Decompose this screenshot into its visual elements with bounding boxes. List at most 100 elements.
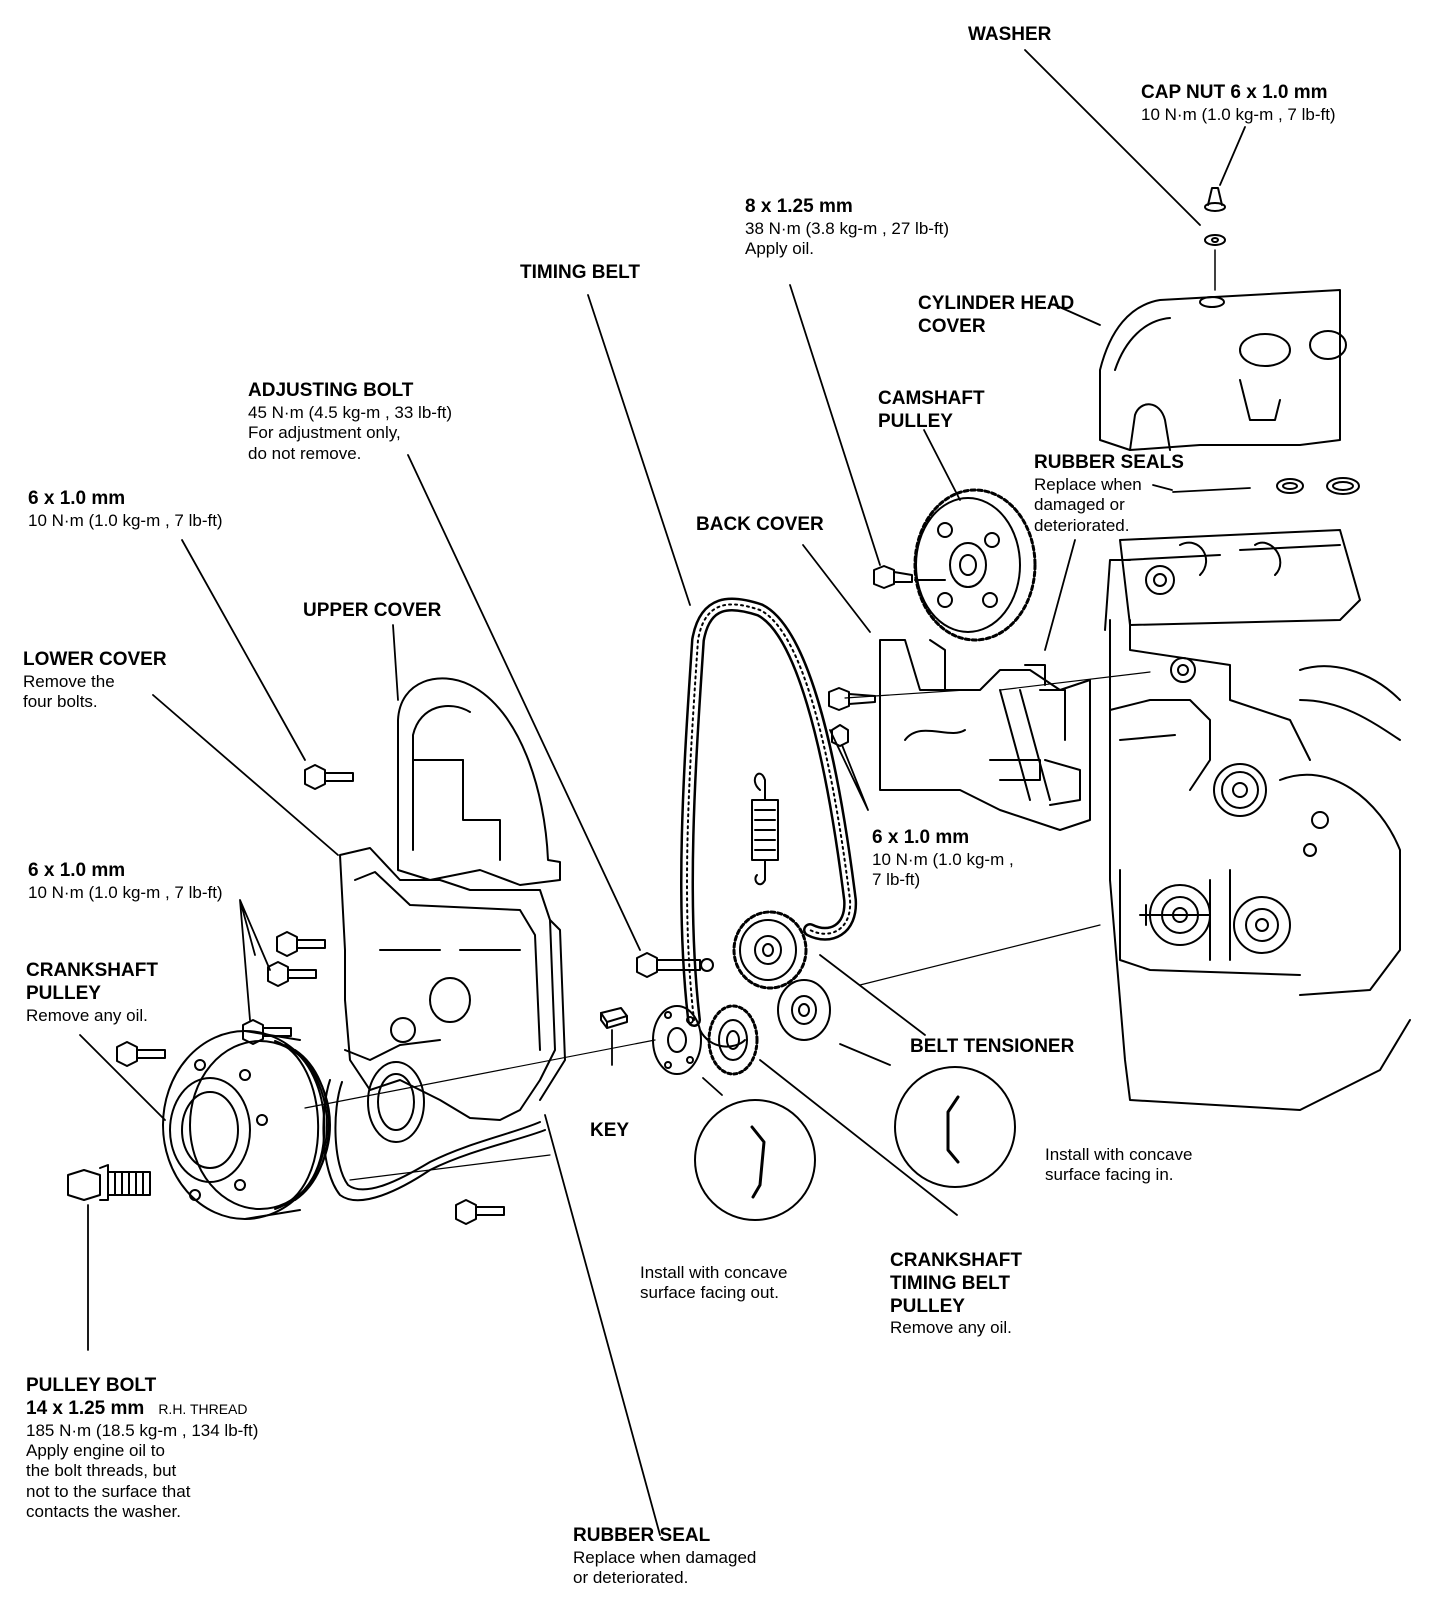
crank-timing-pulley-label: CRANKSHAFT TIMING BELT PULLEY Remove any… (890, 1250, 1022, 1339)
detail-circle-in (894, 1066, 1016, 1188)
install-out-line1: Install with concave (640, 1263, 788, 1282)
washer-title: WASHER (968, 24, 1052, 45)
pulley-bolt-note2: the bolt threads, but (26, 1461, 177, 1481)
lower-cover-note1: Remove the (23, 671, 115, 691)
back-cover-label: BACK COVER (696, 514, 824, 537)
crankshaft-pulley-line2: PULLEY (26, 982, 101, 1004)
timing-belt-part (680, 597, 858, 1048)
cover-bolts-part (116, 764, 505, 1225)
engine-block (1099, 289, 1411, 1111)
timing-belt-title: TIMING BELT (520, 262, 640, 283)
adjusting-bolt-spec: 45 N·m (4.5 kg-m , 33 lb-ft) (248, 402, 453, 422)
rubber-seals-title: RUBBER SEALS (1034, 452, 1184, 473)
timing-belt-label: TIMING BELT (520, 262, 640, 285)
crank-timing-pulley-part (707, 1004, 759, 1076)
bolt-6x1-right-spec2: 7 lb-ft) (872, 870, 921, 890)
rubber-seals-note1: Replace when (1034, 474, 1142, 494)
cap-nut-part (1204, 187, 1226, 291)
upper-cover-label: UPPER COVER (303, 600, 441, 623)
install-in-note: Install with concave surface facing in. (1045, 1145, 1192, 1186)
pulley-bolt-note3: not to the surface that (26, 1481, 191, 1501)
rubber-seal-note2: or deteriorated. (573, 1568, 689, 1588)
adjusting-bolt-note2: do not remove. (248, 443, 362, 463)
bolt-6x1-top-title: 6 x 1.0 mm (28, 488, 126, 509)
key-title: KEY (590, 1120, 630, 1141)
lower-cover-note2: four bolts. (23, 692, 98, 712)
pulley-bolt-note1: Apply engine oil to (26, 1440, 165, 1460)
camshaft-pulley-label: CAMSHAFT PULLEY (878, 388, 985, 434)
bolt-6x1-top-label: 6 x 1.0 mm 10 N·m (1.0 kg-m , 7 lb-ft) (28, 488, 223, 531)
crank-seal-part (367, 1061, 425, 1143)
cap-nut-spec: 10 N·m (1.0 kg-m , 7 lb-ft) (1141, 104, 1336, 124)
crank-timing-pulley-line1: CRANKSHAFT (890, 1250, 1022, 1271)
pulley-bolt-title: PULLEY BOLT (26, 1375, 157, 1396)
pulley-bolt-spec: 185 N·m (18.5 kg-m , 134 lb-ft) (26, 1420, 259, 1440)
belt-tensioner-title: BELT TENSIONER (910, 1036, 1075, 1057)
crank-timing-pulley-line3: PULLEY (890, 1295, 965, 1317)
leader-lines (79, 49, 1251, 1536)
guide-plate-part (652, 1005, 702, 1075)
cylinder-head-cover-line2: COVER (918, 315, 986, 337)
install-in-line2: surface facing in. (1045, 1165, 1174, 1185)
camshaft-pulley-line1: CAMSHAFT (878, 388, 985, 409)
pulley-bolt-size: 14 x 1.25 mm (26, 1397, 145, 1419)
upper-cover-part (397, 677, 561, 886)
crank-timing-pulley-note: Remove any oil. (890, 1318, 1012, 1338)
adjusting-bolt-note1: For adjustment only, (248, 423, 401, 443)
install-out-line2: surface facing out. (640, 1283, 779, 1303)
bolt-6x1-top-spec: 10 N·m (1.0 kg-m , 7 lb-ft) (28, 510, 223, 530)
adjusting-bolt-label: ADJUSTING BOLT 45 N·m (4.5 kg-m , 33 lb-… (248, 380, 452, 464)
lower-cover-title: LOWER COVER (23, 649, 167, 670)
key-part (600, 1007, 628, 1029)
washer-label: WASHER (968, 24, 1051, 47)
cylinder-head-cover-line1: CYLINDER HEAD (918, 293, 1075, 314)
cylinder-head-cover-label: CYLINDER HEAD COVER (918, 293, 1074, 339)
belt-tensioner-part (732, 910, 808, 990)
key-label: KEY (590, 1120, 629, 1143)
pulley-bolt-thread: R.H. THREAD (158, 1400, 248, 1417)
lower-cover-label: LOWER COVER Remove the four bolts. (23, 649, 167, 713)
cam-bolt-note: Apply oil. (745, 239, 814, 259)
rubber-seals-label: RUBBER SEALS Replace when damaged or det… (1034, 452, 1184, 536)
rubber-seal-note1: Replace when damaged (573, 1547, 757, 1567)
bolt-6x1-right-title: 6 x 1.0 mm (872, 827, 970, 848)
install-out-note: Install with concave surface facing out. (640, 1263, 787, 1304)
bolt-6x1-mid-label: 6 x 1.0 mm 10 N·m (1.0 kg-m , 7 lb-ft) (28, 860, 223, 903)
detail-circle-out (694, 1099, 816, 1221)
pulley-bolt-note4: contacts the washer. (26, 1502, 181, 1522)
adjusting-bolt-part (636, 952, 714, 978)
back-cover-title: BACK COVER (696, 514, 824, 535)
crank-timing-pulley-line2: TIMING BELT (890, 1272, 1010, 1294)
cap-nut-title: CAP NUT 6 x 1.0 mm (1141, 82, 1328, 103)
crankshaft-pulley-part (162, 1030, 331, 1220)
tensioner-spring-part (751, 772, 779, 886)
cap-nut-label: CAP NUT 6 x 1.0 mm 10 N·m (1.0 kg-m , 7 … (1141, 82, 1336, 125)
lower-cover-part (339, 847, 566, 1121)
bolt-6x1-right-spec1: 10 N·m (1.0 kg-m , (872, 849, 1014, 869)
pulley-bolt-label: PULLEY BOLT 14 x 1.25 mm R.H. THREAD 185 … (26, 1375, 258, 1523)
install-in-line1: Install with concave (1045, 1145, 1193, 1164)
cam-bolt-part (873, 565, 913, 589)
crankshaft-pulley-label: CRANKSHAFT PULLEY Remove any oil. (26, 960, 158, 1026)
rubber-seals-part (1276, 477, 1360, 495)
upper-cover-title: UPPER COVER (303, 600, 442, 621)
crankshaft-pulley-line1: CRANKSHAFT (26, 960, 158, 981)
rubber-seals-note3: deteriorated. (1034, 515, 1130, 535)
crankshaft-pulley-note: Remove any oil. (26, 1005, 148, 1025)
rubber-seal-label: RUBBER SEAL Replace when damaged or dete… (573, 1525, 756, 1589)
idler-washer-part (777, 979, 831, 1041)
back-cover-part (879, 639, 1091, 831)
bolt-6x1-right-label: 6 x 1.0 mm 10 N·m (1.0 kg-m , 7 lb-ft) (872, 827, 1014, 891)
camshaft-pulley-line2: PULLEY (878, 410, 953, 432)
bolt-6x1-mid-spec: 10 N·m (1.0 kg-m , 7 lb-ft) (28, 882, 223, 902)
camshaft-pulley-part (913, 488, 1037, 642)
cam-bolt-label: 8 x 1.25 mm 38 N·m (3.8 kg-m , 27 lb-ft)… (745, 196, 949, 260)
back-cover-bolts-part (828, 687, 876, 747)
cam-bolt-spec: 38 N·m (3.8 kg-m , 27 lb-ft) (745, 218, 950, 238)
belt-tensioner-label: BELT TENSIONER (910, 1036, 1074, 1059)
rubber-seal-title: RUBBER SEAL (573, 1525, 711, 1546)
bolt-6x1-mid-title: 6 x 1.0 mm (28, 860, 126, 881)
rubber-seals-note2: damaged or (1034, 495, 1125, 515)
